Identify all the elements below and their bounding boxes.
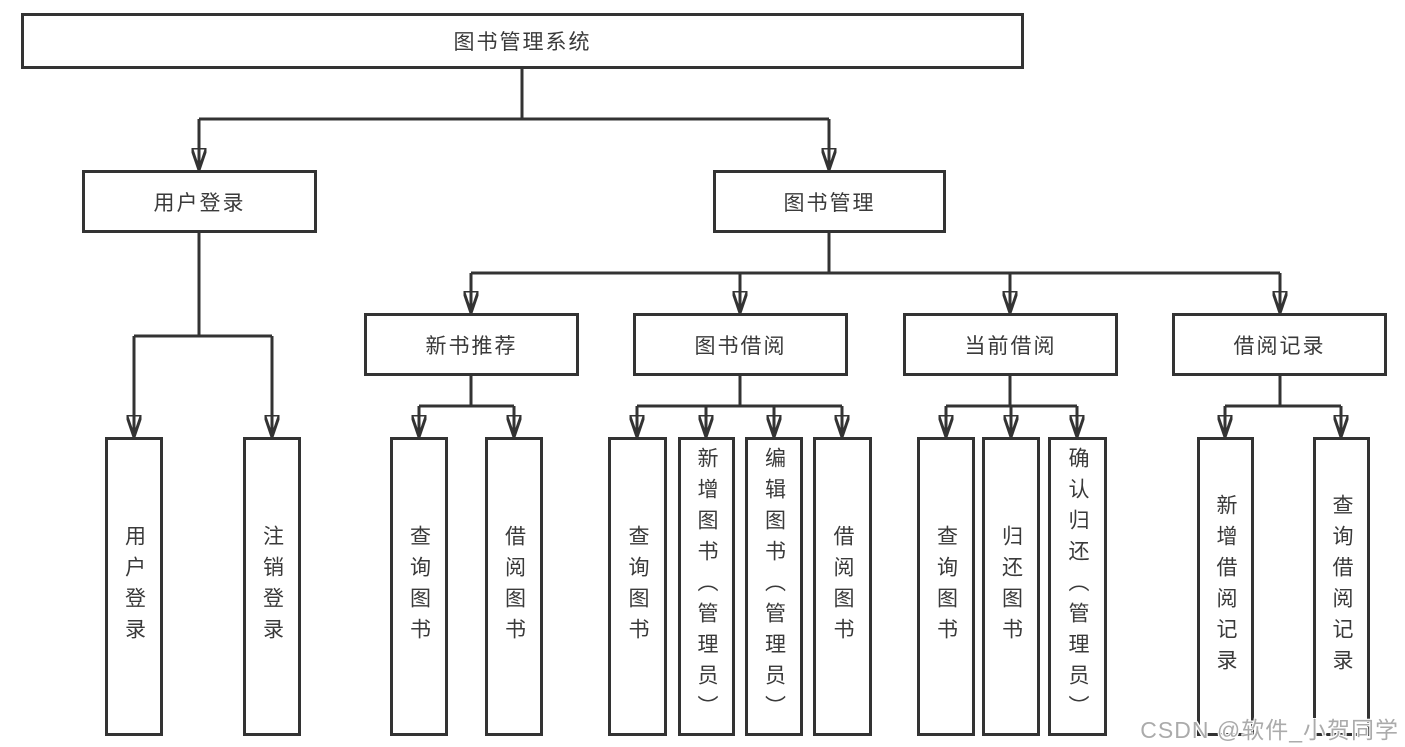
node-label: 查询借阅记录 bbox=[1330, 493, 1353, 680]
node-label: 图书管理 bbox=[783, 191, 876, 215]
node-label: 新书推荐 bbox=[425, 334, 518, 358]
connector-root-to-level1 bbox=[199, 69, 829, 168]
node-library-system: 图书管理系统 bbox=[21, 13, 1024, 69]
connector-borrowing-records-children bbox=[1225, 376, 1341, 435]
node-current-borrowing: 当前借阅 bbox=[903, 313, 1118, 376]
csdn-watermark: CSDN @软件_小贺同学 bbox=[1140, 717, 1399, 743]
node-label: 查询图书 bbox=[626, 524, 649, 649]
node-leaf-edit-books-admin: 编辑图书（管理员） bbox=[745, 437, 803, 736]
node-label: 借阅图书 bbox=[502, 524, 526, 649]
node-leaf-logout: 注销登录 bbox=[243, 437, 301, 736]
node-label: 新增图书（管理员） bbox=[695, 447, 718, 726]
node-book-borrowing: 图书借阅 bbox=[633, 313, 848, 376]
connector-book-management-children bbox=[471, 233, 1280, 311]
node-leaf-confirm-return-admin: 确认归还（管理员） bbox=[1048, 437, 1107, 736]
node-label: 查询图书 bbox=[934, 524, 958, 649]
node-book-management: 图书管理 bbox=[713, 170, 946, 233]
node-label: 查询图书 bbox=[407, 524, 431, 649]
node-label: 注销登录 bbox=[260, 524, 284, 649]
node-label: 图书管理系统 bbox=[453, 31, 592, 54]
node-label: 当前借阅 bbox=[964, 334, 1057, 358]
connector-new-book-children bbox=[419, 376, 514, 435]
node-leaf-add-books-admin: 新增图书（管理员） bbox=[678, 437, 735, 736]
node-label: 用户登录 bbox=[153, 191, 246, 215]
node-leaf-add-borrow-record: 新增借阅记录 bbox=[1197, 437, 1254, 736]
node-user-login: 用户登录 bbox=[82, 170, 317, 233]
node-leaf-borrowing-borrow-books: 借阅图书 bbox=[813, 437, 872, 736]
node-leaf-current-query-books: 查询图书 bbox=[917, 437, 975, 736]
node-label: 新增借阅记录 bbox=[1214, 493, 1237, 680]
node-borrowing-records: 借阅记录 bbox=[1172, 313, 1387, 376]
node-new-book-recommend: 新书推荐 bbox=[364, 313, 579, 376]
connector-book-borrowing-children bbox=[637, 376, 842, 435]
node-label: 确认归还（管理员） bbox=[1066, 447, 1089, 726]
node-label: 借阅记录 bbox=[1233, 334, 1326, 358]
connector-current-borrowing-children bbox=[946, 376, 1077, 435]
node-leaf-borrowing-query-books: 查询图书 bbox=[608, 437, 667, 736]
node-leaf-newbook-borrow-books: 借阅图书 bbox=[485, 437, 543, 736]
node-leaf-query-borrow-record: 查询借阅记录 bbox=[1313, 437, 1370, 736]
node-leaf-user-login: 用户登录 bbox=[105, 437, 163, 736]
node-label: 图书借阅 bbox=[694, 334, 787, 358]
node-leaf-return-books: 归还图书 bbox=[982, 437, 1040, 736]
node-label: 编辑图书（管理员） bbox=[762, 447, 786, 726]
connector-user-login-children bbox=[134, 233, 272, 435]
node-label: 归还图书 bbox=[999, 524, 1023, 649]
node-label: 用户登录 bbox=[122, 524, 146, 649]
node-leaf-newbook-query-books: 查询图书 bbox=[390, 437, 448, 736]
node-label: 借阅图书 bbox=[831, 524, 854, 649]
